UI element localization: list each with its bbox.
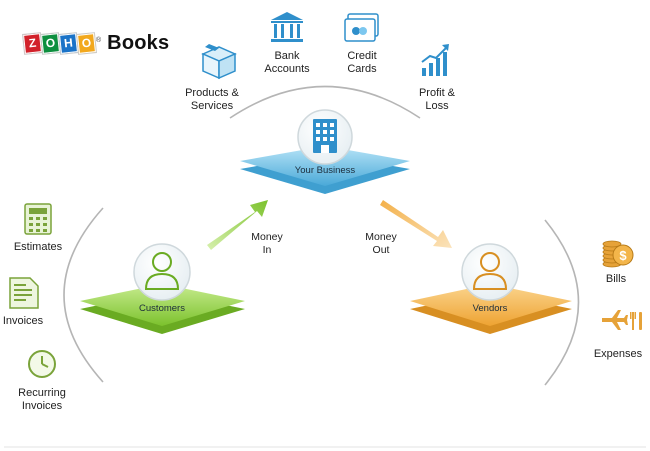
product-name: Books (107, 32, 170, 54)
zoho-letter-z: Z (23, 33, 42, 54)
vendor-person-icon (472, 252, 508, 290)
bank-accounts-label: Bank Accounts (264, 50, 310, 75)
registered-mark: ® (96, 37, 102, 44)
recurring-invoices-label: Recurring Invoices (18, 387, 66, 412)
money-in-arrow (207, 200, 268, 250)
customers-platform (80, 284, 245, 334)
profit-loss-label: Profit & Loss (418, 87, 456, 112)
customer-bubble (133, 243, 191, 301)
business-bubble (297, 109, 353, 165)
customer-person-icon (144, 252, 180, 290)
invoice-icon (9, 277, 39, 309)
zoho-letter-o2: O (77, 33, 96, 54)
credit-cards-label: Credit Cards (347, 50, 377, 75)
calculator-icon (24, 203, 52, 235)
profit-chart-icon (421, 44, 449, 76)
vendors-label: Vendors (472, 303, 508, 314)
zoho-letters: Z O H O (23, 33, 96, 54)
money-in-label: Money In (251, 231, 283, 256)
products-services-label: Products & Services (185, 87, 239, 112)
credit-card-icon (344, 13, 379, 42)
business-platform (240, 146, 410, 194)
vendor-bubble (461, 243, 519, 301)
clock-icon (28, 350, 56, 378)
building-icon (313, 119, 337, 153)
zoho-letter-h: H (59, 33, 78, 54)
right-arc (544, 219, 580, 386)
estimates-label: Estimates (13, 241, 63, 253)
svg-text:$: $ (619, 248, 627, 263)
bills-label: Bills (605, 273, 627, 285)
expenses-label: Expenses (593, 348, 643, 360)
money-out-arrow (380, 200, 452, 248)
customers-label: Customers (139, 303, 185, 314)
your-business-label: Your Business (294, 165, 356, 176)
left-arc (63, 207, 104, 383)
vendors-platform (410, 284, 572, 334)
invoices-label: Invoices (2, 315, 44, 327)
products-box-icon (201, 44, 237, 80)
coins-icon: $ (602, 240, 634, 268)
travel-icon (602, 310, 642, 330)
bank-icon (271, 12, 303, 42)
money-out-label: Money Out (365, 231, 397, 256)
top-arc (229, 85, 421, 119)
zoho-letter-o: O (41, 33, 60, 54)
zoho-books-logo: Z O H O ® Books (23, 32, 170, 55)
